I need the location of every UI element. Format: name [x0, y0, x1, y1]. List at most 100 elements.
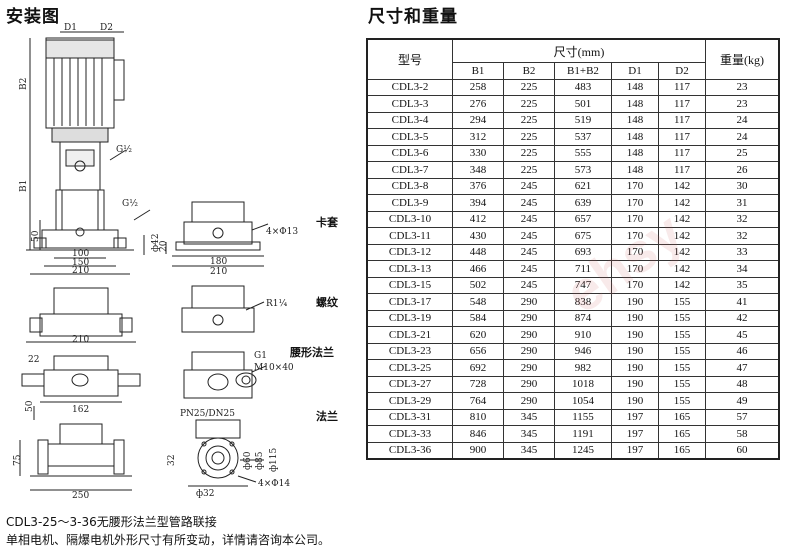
value-cell: 290	[503, 359, 555, 377]
value-cell: 197	[611, 441, 659, 460]
label-oval-50: 50	[25, 400, 35, 412]
value-cell: 394	[452, 194, 504, 212]
value-cell: 584	[452, 309, 504, 327]
label-50: 50	[31, 230, 41, 242]
value-cell: 466	[452, 260, 504, 278]
value-cell: 675	[554, 227, 612, 245]
value-cell: 225	[503, 144, 555, 162]
value-cell: 190	[611, 359, 659, 377]
value-cell: 155	[658, 326, 706, 344]
value-cell: 33	[705, 243, 780, 261]
value-cell: 142	[658, 227, 706, 245]
value-cell: 117	[658, 144, 706, 162]
note-line-1: CDL3-25～3-36无腰形法兰型管路联接	[6, 515, 217, 529]
model-cell: CDL3-31	[366, 408, 453, 426]
label-phi85: ф85	[255, 451, 265, 470]
label-g-low: G½	[122, 198, 138, 209]
label-20: 20	[159, 240, 169, 252]
value-cell: 345	[503, 408, 555, 426]
model-cell: CDL3-4	[366, 111, 453, 129]
value-cell: 692	[452, 359, 504, 377]
value-cell: 982	[554, 359, 612, 377]
value-cell: 148	[611, 144, 659, 162]
value-cell: 376	[452, 177, 504, 195]
value-cell: 148	[611, 128, 659, 146]
label-r114: R1¼	[266, 298, 288, 309]
label-d1: D1	[64, 23, 77, 33]
label-162: 162	[72, 405, 89, 415]
value-cell: 764	[452, 392, 504, 410]
header-col-2: B1+B2	[554, 62, 612, 80]
value-cell: 23	[705, 78, 780, 96]
value-cell: 537	[554, 128, 612, 146]
value-cell: 32	[705, 210, 780, 228]
header-dimensions: 尺寸(mm)	[452, 38, 706, 63]
model-cell: CDL3-33	[366, 425, 453, 443]
value-cell: 197	[611, 425, 659, 443]
value-cell: 548	[452, 293, 504, 311]
value-cell: 170	[611, 227, 659, 245]
install-drawing-title: 安装图	[6, 7, 60, 27]
value-cell: 148	[611, 161, 659, 179]
label-22: 22	[28, 355, 39, 365]
label-phi115: ф115	[269, 448, 279, 472]
label-32: 32	[167, 455, 177, 466]
label-oval-flange: 腰形法兰	[289, 345, 334, 359]
clamp-view	[165, 201, 269, 267]
model-cell: CDL3-7	[366, 161, 453, 179]
value-cell: 155	[658, 293, 706, 311]
value-cell: 155	[658, 375, 706, 393]
model-cell: CDL3-12	[366, 243, 453, 261]
value-cell: 58	[705, 425, 780, 443]
label-210: 210	[72, 266, 89, 276]
value-cell: 838	[554, 293, 612, 311]
value-cell: 30	[705, 177, 780, 195]
value-cell: 24	[705, 111, 780, 129]
value-cell: 245	[503, 243, 555, 261]
value-cell: 170	[611, 260, 659, 278]
label-phi32: ф32	[196, 489, 215, 499]
value-cell: 519	[554, 111, 612, 129]
value-cell: 245	[503, 177, 555, 195]
value-cell: 165	[658, 408, 706, 426]
value-cell: 142	[658, 243, 706, 261]
label-holes-14: 4×Φ14	[258, 479, 290, 489]
value-cell: 225	[503, 95, 555, 113]
value-cell: 448	[452, 243, 504, 261]
value-cell: 245	[503, 276, 555, 294]
value-cell: 117	[658, 111, 706, 129]
value-cell: 24	[705, 128, 780, 146]
value-cell: 148	[611, 95, 659, 113]
value-cell: 639	[554, 194, 612, 212]
value-cell: 148	[611, 111, 659, 129]
value-cell: 693	[554, 243, 612, 261]
label-flange: 法兰	[316, 409, 338, 423]
value-cell: 1018	[554, 375, 612, 393]
value-cell: 290	[503, 392, 555, 410]
value-cell: 621	[554, 177, 612, 195]
value-cell: 142	[658, 260, 706, 278]
thread-view	[26, 285, 265, 343]
value-cell: 48	[705, 375, 780, 393]
value-cell: 290	[503, 342, 555, 360]
dims-weight-title: 尺寸和重量	[368, 7, 458, 27]
flange-view	[19, 419, 264, 491]
label-210b: 210	[210, 267, 227, 277]
value-cell: 31	[705, 194, 780, 212]
label-180: 180	[210, 257, 227, 267]
value-cell: 290	[503, 293, 555, 311]
model-cell: CDL3-23	[366, 342, 453, 360]
value-cell: 155	[658, 359, 706, 377]
value-cell: 190	[611, 326, 659, 344]
value-cell: 276	[452, 95, 504, 113]
value-cell: 502	[452, 276, 504, 294]
label-thread: 螺纹	[316, 295, 339, 309]
